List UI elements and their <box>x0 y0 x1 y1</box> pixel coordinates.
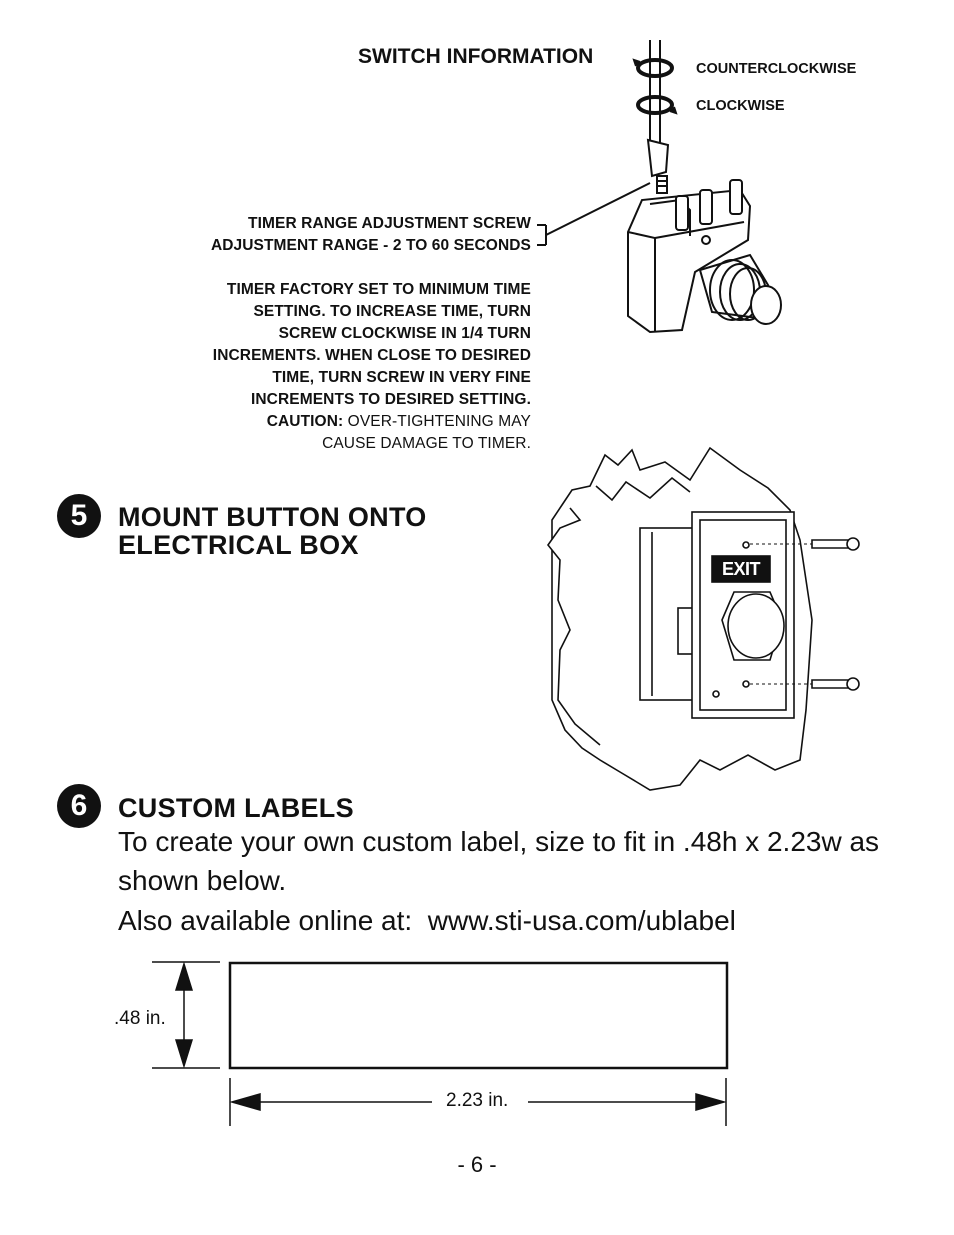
width-dimension-label: 2.23 in. <box>446 1090 509 1111</box>
online-link-text: Also available online at: www.sti-usa.co… <box>118 905 736 936</box>
instruction-line: TIME, TURN SCREW IN VERY FINE <box>272 369 531 386</box>
screw-label-1: TIMER RANGE ADJUSTMENT SCREW <box>248 215 531 232</box>
screw-label-2: ADJUSTMENT RANGE - 2 TO 60 SECONDS <box>210 237 531 254</box>
custom-label-box <box>228 961 729 1070</box>
step-6-title: CUSTOM LABELS <box>118 793 354 823</box>
step-5-title-line1: MOUNT BUTTON ONTO <box>118 502 427 532</box>
counterclockwise-label: COUNTERCLOCKWISE <box>696 61 857 77</box>
instruction-line: CAUSE DAMAGE TO TIMER. <box>322 435 531 452</box>
page-number: - 6 - <box>457 1152 497 1177</box>
instruction-line: INCREMENTS. WHEN CLOSE TO DESIRED <box>212 347 531 364</box>
height-dimension-label: .48 in. <box>114 1008 166 1029</box>
caution-label: CAUTION: <box>266 413 344 430</box>
instruction-line: SCREW CLOCKWISE IN 1/4 TURN <box>278 325 531 342</box>
switch-info-title: SWITCH INFORMATION <box>358 45 594 68</box>
caution-text: OVER-TIGHTENING MAY <box>343 413 531 430</box>
exit-sign-label: EXIT <box>721 559 761 579</box>
instruction-line: TIMER FACTORY SET TO MINIMUM TIME <box>226 281 531 298</box>
step-6-body-line1: To create your own custom label, size to… <box>118 826 880 857</box>
step-5-badge: 5 <box>57 494 101 538</box>
step-6-body-line2: shown below. <box>118 865 287 896</box>
timer-instructions: TIMER FACTORY SET TO MINIMUM TIME SETTIN… <box>111 279 531 455</box>
step-5-title-line2: ELECTRICAL BOX <box>118 530 359 560</box>
instruction-line: SETTING. TO INCREASE TIME, TURN <box>253 303 531 320</box>
step-6-badge: 6 <box>57 784 101 828</box>
instruction-line: INCREMENTS TO DESIRED SETTING. <box>250 391 531 408</box>
caution-line: CAUTION: OVER-TIGHTENING MAY <box>111 411 531 433</box>
clockwise-label: CLOCKWISE <box>696 98 785 114</box>
